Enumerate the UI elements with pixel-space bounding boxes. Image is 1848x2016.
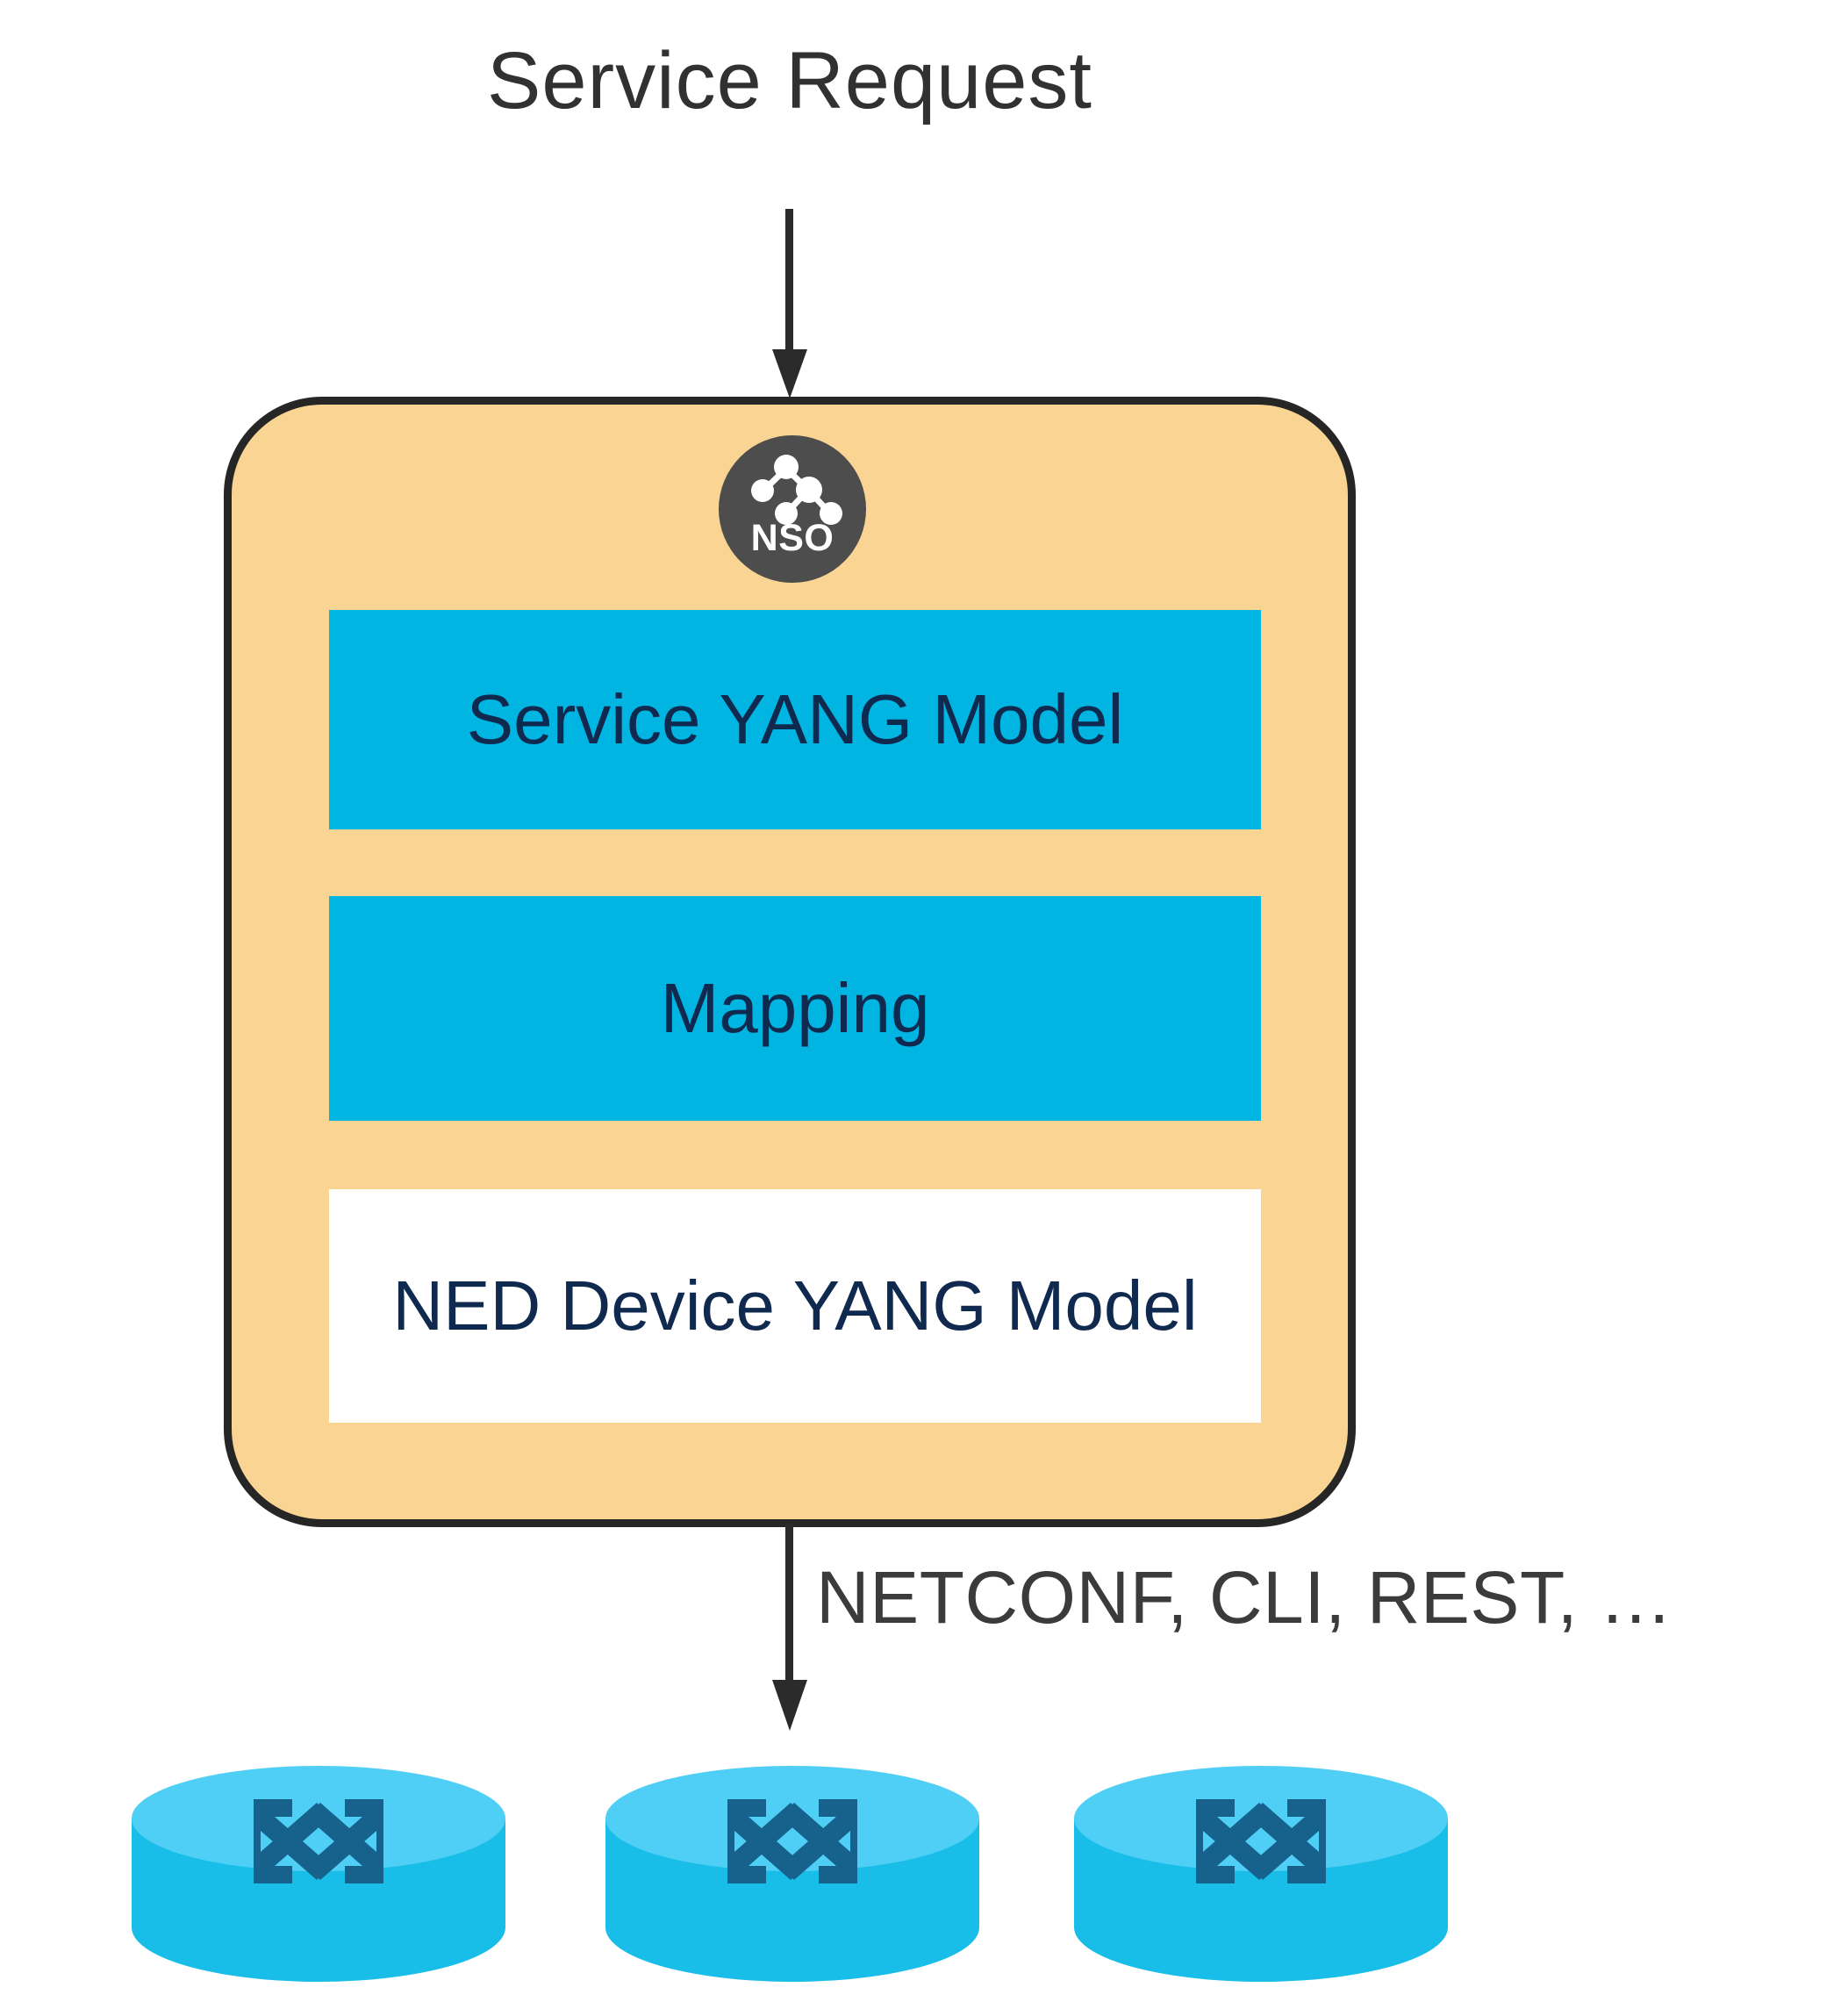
arrow-down-icon-bottom xyxy=(772,1524,807,1731)
protocol-label: NETCONF, CLI, REST, … xyxy=(816,1556,1673,1639)
router-icon xyxy=(132,1766,505,1982)
router-icon-1 xyxy=(130,1764,507,1982)
router-icon-3 xyxy=(1072,1764,1450,1982)
layer-ned-device-yang-model: NED Device YANG Model xyxy=(329,1189,1261,1423)
router-icon xyxy=(1074,1766,1448,1982)
node-tree-icon xyxy=(751,455,842,525)
page-title: Service Request xyxy=(487,36,1092,126)
nso-badge-label: NSO xyxy=(750,517,834,559)
arrow-down-icon-top xyxy=(772,209,807,398)
layer-service-yang-model: Service YANG Model xyxy=(329,610,1261,829)
router-icon xyxy=(605,1766,979,1982)
nso-badge: NSO xyxy=(719,435,866,583)
nso-container: NSO Service YANG Model Mapping NED Devic… xyxy=(224,397,1356,1527)
layer-mapping: Mapping xyxy=(329,896,1261,1121)
router-icon-2 xyxy=(604,1764,981,1982)
